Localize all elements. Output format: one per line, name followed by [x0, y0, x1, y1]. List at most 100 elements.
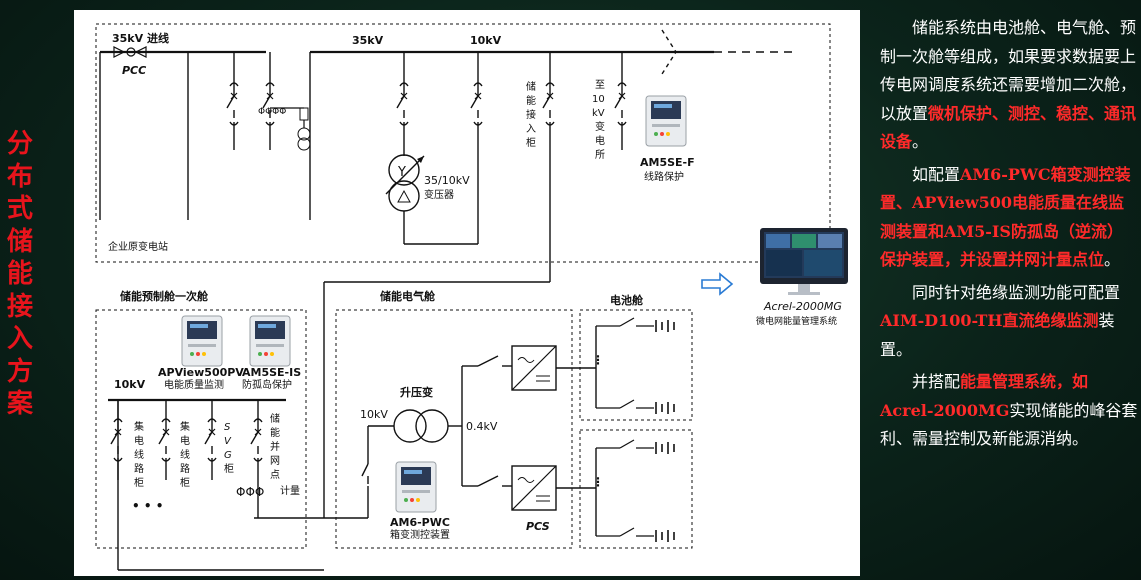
pcc-label: PCC [122, 64, 146, 77]
step-up-transformer [393, 409, 427, 443]
to-sub-c1: 10 [592, 94, 605, 105]
feeder1-c2: 线 [134, 448, 144, 461]
storage-cabinet-c4: 柜 [526, 136, 536, 149]
feeder1-c1: 电 [134, 434, 144, 447]
ct-symbol: ΦΦΦΦ [258, 107, 286, 117]
storage-cabinet-c3: 入 [526, 124, 536, 135]
bus35-label: 35kV [352, 34, 384, 47]
am5se-f-device [645, 95, 687, 147]
pcs-unit-1 [511, 345, 557, 391]
feeder3-c3: 柜 [224, 462, 234, 475]
feeder1-c3: 路 [134, 462, 144, 475]
feeder2-c4: 柜 [180, 476, 190, 489]
feeder3-c2: G [224, 450, 232, 461]
hv-label: 10kV [360, 408, 388, 421]
feeder3-c1: V [224, 436, 232, 447]
storage-cabinet-c2: 接 [526, 108, 536, 121]
title-char: 方 [6, 356, 33, 387]
battery-branch [596, 527, 675, 542]
monitor-icon [760, 228, 848, 295]
wye-symbol: Y [397, 165, 406, 180]
device-desc: 箱变测控装置 [390, 528, 450, 541]
prefab-title: 储能预制舱一次舱 [120, 289, 209, 303]
meter-label: 计量 [280, 484, 300, 497]
protector-name: AM5SE-F [640, 156, 695, 169]
meter-symbol: ΦΦΦ [236, 485, 264, 499]
feeder4-c2: 并 [270, 440, 280, 453]
bus10-label: 10kV [470, 34, 502, 47]
feeder1-c4: 柜 [134, 476, 144, 489]
monitor-desc: 微电网能量管理系统 [756, 315, 837, 327]
transformer-sub: 变压器 [424, 188, 454, 201]
title-char: 能 [6, 259, 33, 289]
am5se-is-device [249, 315, 291, 367]
feeder2-c0: 集 [180, 420, 190, 433]
battery-dots-2: ⋮ [592, 475, 604, 489]
title-char: 储 [6, 226, 33, 257]
storage-cabinet-c1: 能 [526, 94, 536, 107]
paragraph-3: 同时针对绝缘监测功能可配置AIM-D100-TH直流绝缘监测装置。 [880, 282, 1121, 359]
to-sub-c3: 变 [595, 120, 605, 133]
feeder-2 [158, 400, 171, 480]
feeder-1 [110, 400, 123, 480]
to-sub-c5: 所 [595, 149, 605, 161]
feeder3-c0: S [224, 422, 231, 433]
lv-label: 0.4kV [466, 420, 498, 433]
to-sub-c4: 电 [595, 134, 605, 147]
vertical-title: 分 布 式 储 能 接 入 方 案 [0, 128, 40, 421]
diagram-panel: 35kV 进线 PCC 35kV 10kV ΦΦΦΦ Y 35/10kV 变压器… [74, 10, 860, 576]
title-char: 式 [6, 194, 33, 224]
protector-desc: 线路保护 [644, 170, 684, 183]
apview500pv-device [181, 315, 223, 367]
prefab-box [95, 309, 307, 549]
step-up-label: 升压变 [400, 385, 433, 399]
battery-branch [596, 439, 675, 454]
paragraph-4: 并搭配能量管理系统，如Acrel-2000MG实现储能的峰谷套利、需量控制及新能… [880, 372, 1138, 448]
feeder1-c0: 集 [134, 420, 144, 433]
pcs-unit-2 [511, 465, 557, 511]
title-char: 分 [6, 129, 33, 159]
title-char: 布 [6, 161, 33, 192]
description-text: 储能系统由电池舱、电气舱、预制一次舱等组成，如果要求数据要上传电网调度系统还需要… [880, 14, 1138, 458]
feeder4-c1: 能 [270, 426, 280, 439]
paragraph-2: 如配置AM6-PWC箱变测控装置、APView500电能质量在线监测装置和AM5… [880, 164, 1131, 270]
single-line-diagram: 35kV 进线 PCC 35kV 10kV ΦΦΦΦ Y 35/10kV 变压器… [95, 23, 848, 571]
battery-dots-1: ⋮ [592, 353, 604, 367]
monitor-name: Acrel-2000MG [763, 300, 842, 313]
title-char: 接 [6, 291, 33, 322]
battery-branch [596, 317, 675, 332]
dev1-name: APView500PV [158, 366, 244, 379]
battery-branch [596, 399, 675, 414]
feeder2-c1: 电 [180, 434, 190, 447]
to-sub-c0: 至 [595, 79, 605, 91]
dev1-desc: 电能质量监测 [164, 378, 224, 391]
feeder4-c0: 储 [270, 412, 280, 425]
station-box [95, 23, 831, 263]
title-char: 入 [6, 324, 33, 354]
feeder4-c4: 点 [270, 469, 280, 481]
dev2-desc: 防孤岛保护 [242, 378, 292, 391]
storage-cabinet-c0: 储 [526, 80, 536, 93]
to-sub-c2: kV [592, 108, 605, 119]
paragraph-1: 储能系统由电池舱、电气舱、预制一次舱等组成，如果要求数据要上传电网调度系统还需要… [880, 18, 1137, 151]
feeder-3 [204, 400, 217, 480]
dev2-name: AM5SE-IS [242, 366, 301, 379]
incoming-label: 35kV 进线 [112, 31, 169, 45]
am6-pwc-device [395, 461, 437, 513]
station-label: 企业原变电站 [108, 240, 168, 253]
transformer-label: 35/10kV [424, 174, 470, 187]
battery-box-2 [579, 429, 693, 549]
prefab-bus-label: 10kV [114, 378, 146, 391]
feeder4-c3: 网 [270, 455, 280, 467]
battery-box-1 [579, 309, 693, 421]
electric-title: 储能电气舱 [380, 289, 436, 303]
feeder-4 [250, 400, 263, 518]
prefab-ellipsis: • • • [132, 499, 163, 513]
battery-title: 电池舱 [610, 293, 644, 307]
title-char: 案 [6, 389, 33, 419]
arrow-icon [701, 272, 734, 296]
feeder2-c3: 路 [180, 462, 190, 475]
feeder2-c2: 线 [180, 448, 190, 461]
device-name: AM6-PWC [390, 516, 450, 529]
pcs-label: PCS [526, 520, 550, 533]
